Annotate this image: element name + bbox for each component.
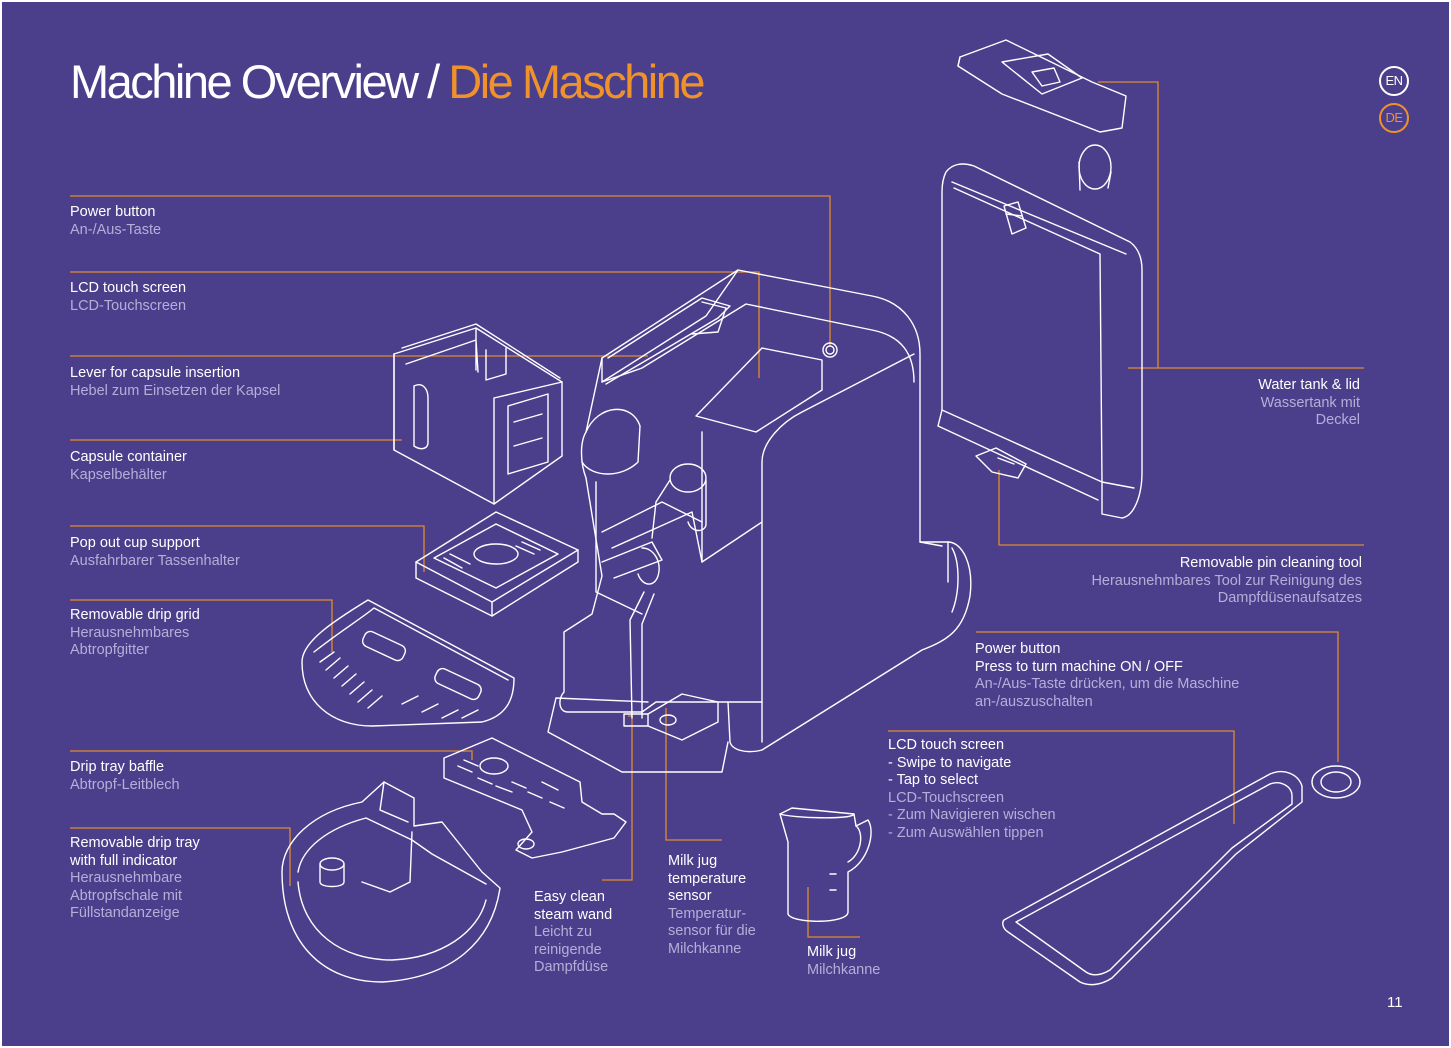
label-de: An-/Aus-Taste [70, 221, 162, 238]
label-en: Pop out cup support [70, 535, 200, 551]
label-drip-tray: Removable drip tray with full indicator … [70, 835, 200, 923]
label-en: sensor [668, 888, 712, 904]
capsule-container [393, 323, 563, 505]
label-de: Milchkanne [807, 961, 881, 978]
label-de: Abtropfschale mit [70, 887, 183, 904]
drip-tray-baffle [443, 737, 627, 859]
leader-lcd-screen [70, 271, 760, 378]
label-en: - Swipe to navigate [888, 754, 1012, 771]
label-en: Press to turn machine ON / OFF [975, 658, 1183, 675]
label-de: - Zum Navigieren wischen [888, 807, 1056, 823]
title-english: Machine Overview / [70, 55, 440, 108]
water-tank-lid [957, 39, 1127, 133]
drip-grid [301, 599, 515, 727]
label-de: Abtropf-Leitblech [70, 776, 180, 793]
milk-jug [779, 807, 872, 922]
label-pin-tool: Removable pin cleaning tool Herausnehmba… [1042, 555, 1362, 608]
label-milk-jug: Milk jug Milchkanne [807, 944, 880, 979]
label-en: LCD touch screen [70, 280, 187, 296]
label-power-detail: Power button Press to turn machine ON / … [975, 641, 1239, 711]
label-de: Deckel [1315, 412, 1360, 428]
label-en: with full indicator [70, 852, 178, 869]
label-de: - Zum Auswählen tippen [888, 824, 1044, 841]
label-de: Herausnehmbares Tool zur Reinigung des [1091, 572, 1362, 589]
line-art [281, 39, 1361, 986]
leader-drip-tray [70, 827, 291, 886]
pin-cleaning-tool [975, 447, 1027, 479]
label-en: Power button [975, 641, 1061, 657]
label-en: LCD touch screen [888, 737, 1005, 753]
label-en: Easy clean [534, 889, 605, 905]
label-de: Hebel zum Einsetzen der Kapsel [70, 382, 281, 399]
label-en: Removable drip grid [70, 607, 200, 623]
label-de: Herausnehmbares [70, 624, 190, 641]
label-de: Herausnehmbare [70, 870, 183, 886]
label-en: Power button [70, 204, 156, 220]
label-en: Lever for capsule insertion [70, 365, 241, 381]
power-button-detail [1311, 765, 1361, 799]
page-number: 11 [1387, 994, 1403, 1011]
label-en: Drip tray baffle [70, 759, 165, 775]
label-en: Milk jug [807, 944, 857, 960]
lcd-detail [1002, 770, 1303, 986]
language-en-button[interactable]: EN [1379, 66, 1409, 96]
label-drip-baffle: Drip tray baffle Abtropf-Leitblech [70, 759, 180, 794]
label-de: Wassertank mit [1260, 394, 1360, 411]
label-de: Dampfdüsenaufsatzes [1217, 590, 1362, 606]
label-lcd-detail: LCD touch screen - Swipe to navigate - T… [888, 737, 1056, 842]
leader-lines [70, 81, 1364, 938]
label-water-tank: Water tank & lid Wassertank mit Deckel [1162, 377, 1360, 430]
label-capsule-container: Capsule container Kapselbehälter [70, 449, 187, 484]
leader-water-tank [1098, 81, 1364, 369]
page-title: Machine Overview / Die Maschine [70, 54, 705, 110]
label-lcd-touch-screen: LCD touch screen LCD-Touchscreen [70, 280, 186, 315]
leader-milk-jug [807, 887, 860, 938]
label-de: Dampfdüse [534, 959, 609, 975]
label-cup-support: Pop out cup support Ausfahrbarer Tassenh… [70, 535, 240, 570]
water-tank [937, 144, 1143, 519]
label-de: Füllstandanzeige [70, 905, 180, 921]
leader-steam-wand [602, 715, 633, 881]
label-drip-grid: Removable drip grid Herausnehmbares Abtr… [70, 607, 200, 660]
label-de: sensor für die [668, 923, 756, 939]
label-power-button: Power button An-/Aus-Taste [70, 204, 161, 239]
label-en: Removable pin cleaning tool [1179, 555, 1362, 571]
leader-pin-tool [998, 470, 1364, 546]
leader-drip-baffle [70, 750, 473, 760]
cup-support [415, 511, 579, 617]
label-temp-sensor: Milk jug temperature sensor Temperatur- … [668, 853, 756, 958]
label-de: Abtropfgitter [70, 642, 149, 658]
label-en: temperature [668, 870, 747, 887]
label-en: Removable drip tray [70, 835, 200, 851]
label-de: Milchkanne [668, 940, 742, 957]
title-german: Die Maschine [448, 55, 705, 108]
machine-body [547, 269, 972, 773]
label-lever: Lever for capsule insertion Hebel zum Ei… [70, 365, 280, 400]
leader-power-detail [976, 631, 1339, 762]
label-de: Temperatur- [668, 905, 747, 922]
label-de: Ausfahrbarer Tassenhalter [70, 552, 240, 569]
label-en: - Tap to select [888, 772, 979, 788]
label-steam-wand: Easy clean steam wand Leicht zu reinigen… [534, 889, 612, 977]
leader-drip-grid [70, 599, 333, 652]
label-en: Water tank & lid [1258, 377, 1360, 393]
label-de: LCD-Touchscreen [888, 789, 1005, 806]
leader-power-button [70, 195, 831, 346]
label-en: Capsule container [70, 449, 187, 465]
label-de: Leicht zu [534, 924, 593, 940]
label-de: An-/Aus-Taste drücken, um die Maschine [975, 676, 1240, 692]
label-de: an-/auszuschalten [975, 693, 1093, 710]
label-en: Milk jug [668, 853, 718, 869]
drip-tray [281, 781, 501, 983]
label-de: LCD-Touchscreen [70, 297, 187, 314]
label-en: steam wand [534, 906, 613, 923]
label-de: Kapselbehälter [70, 466, 167, 483]
leader-temp-sensor [665, 708, 722, 841]
language-de-button[interactable]: DE [1379, 103, 1409, 133]
label-de: reinigende [534, 941, 602, 958]
